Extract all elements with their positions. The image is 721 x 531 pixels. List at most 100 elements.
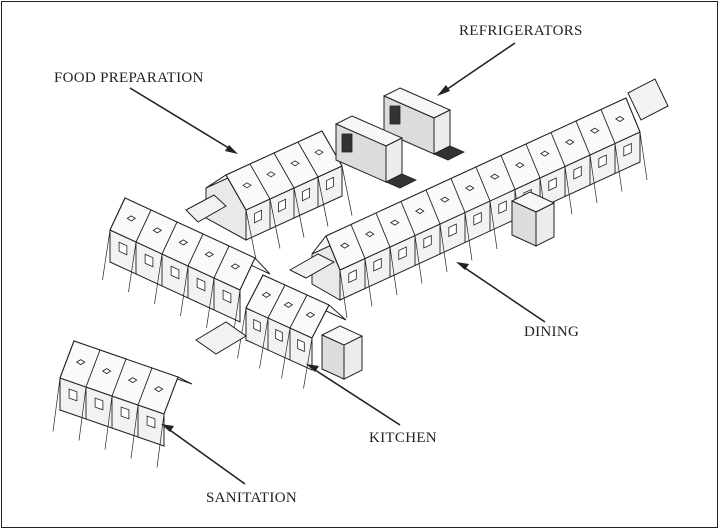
kitchen-guy-line bbox=[281, 327, 291, 379]
refrigerator-unit-2-condenser bbox=[389, 105, 401, 125]
kitchen-guy-line bbox=[303, 337, 313, 389]
sanitation-window bbox=[94, 397, 104, 411]
corridors bbox=[185, 78, 669, 355]
kitchen-shelter-box-side bbox=[343, 335, 363, 380]
dining-roof-vent bbox=[615, 116, 625, 122]
central-roof-rib bbox=[213, 245, 230, 279]
dining-roof-vent bbox=[590, 127, 600, 134]
dining-roof-vent bbox=[415, 208, 425, 215]
sanitation-guy-line bbox=[52, 377, 61, 432]
dining-guy-line bbox=[639, 131, 648, 181]
dining-guy-line bbox=[589, 154, 598, 204]
kitchen-window bbox=[253, 318, 261, 333]
dining-roof-rib bbox=[450, 178, 466, 213]
kitchen-window bbox=[297, 338, 305, 353]
sanitation-roof-vent bbox=[153, 386, 164, 393]
dining-window bbox=[598, 154, 607, 169]
food-prep-guy-line bbox=[317, 176, 329, 227]
dining-roof-vent bbox=[515, 162, 525, 169]
central-roof-rib bbox=[135, 209, 152, 243]
label-refrigerators: REFRIGERATORS bbox=[459, 23, 583, 39]
dining-roof-rib bbox=[325, 235, 341, 271]
dining-window bbox=[623, 142, 632, 157]
dining-roof-rib bbox=[600, 109, 616, 144]
dining-guy-line bbox=[564, 166, 573, 215]
dining-roof-rib bbox=[350, 224, 366, 259]
label-food-preparation: FOOD PREPARATION bbox=[54, 70, 204, 86]
kitchen-roof-rib bbox=[267, 284, 286, 319]
central-tent bbox=[102, 197, 271, 341]
central-roof-vent bbox=[230, 263, 241, 270]
central-window bbox=[144, 253, 154, 268]
central-roof-rib bbox=[161, 221, 178, 255]
food-prep-roof-rib bbox=[249, 163, 271, 200]
dining-roof-vent bbox=[340, 242, 350, 249]
food-prep-guy-line bbox=[245, 209, 257, 260]
sanitation-roof-rib bbox=[163, 376, 179, 415]
dining-guy-line bbox=[489, 200, 498, 250]
central-roof-rib bbox=[239, 257, 256, 291]
dining-guy-line bbox=[414, 235, 423, 284]
food-prep-window bbox=[301, 187, 311, 202]
dining-roof-rib bbox=[425, 189, 441, 225]
food-prep-roof-vent bbox=[290, 160, 300, 167]
sanitation-roof-rib bbox=[137, 367, 153, 406]
dining-roof-vent bbox=[365, 231, 375, 238]
kitchen-roof-vent bbox=[261, 291, 272, 298]
kitchen-roof-rib bbox=[311, 304, 330, 339]
dining-roof-rib bbox=[500, 155, 516, 190]
sanitation-roof-rib bbox=[85, 349, 101, 388]
dining-guy-line bbox=[389, 246, 398, 296]
arrow-dining bbox=[456, 262, 546, 323]
central-roof-vent bbox=[178, 239, 189, 246]
kitchen-roof-rib bbox=[245, 274, 264, 309]
central-window bbox=[170, 265, 180, 280]
arrow-refrigerators bbox=[437, 42, 516, 96]
sanitation-guy-line bbox=[78, 386, 87, 441]
arrow-food-preparation bbox=[129, 87, 238, 154]
central-guy-line bbox=[128, 241, 137, 293]
dining-guy-line bbox=[439, 223, 448, 273]
dining-tent bbox=[311, 97, 648, 319]
refrigerator-unit-1-step bbox=[385, 173, 417, 189]
food-prep-roof-rib bbox=[225, 174, 247, 211]
dining-roof-rib bbox=[625, 97, 641, 133]
sanitation-guy-line bbox=[130, 404, 139, 459]
dining-window bbox=[398, 246, 407, 261]
dining-window bbox=[573, 165, 582, 180]
dining-guy-line bbox=[464, 212, 473, 261]
sanitation-window bbox=[146, 415, 156, 429]
dining-window bbox=[498, 200, 507, 215]
dining-window bbox=[448, 223, 457, 238]
dining-window bbox=[348, 269, 357, 284]
shelter-boxes bbox=[320, 191, 556, 380]
food-prep-window bbox=[325, 176, 335, 191]
arrow-sanitation bbox=[161, 424, 246, 485]
sanitation-roof-vent bbox=[127, 377, 138, 384]
sanitation-window bbox=[120, 406, 130, 420]
sanitation-roof-rib bbox=[111, 358, 127, 397]
kitchen-guy-line bbox=[259, 317, 269, 369]
kitchen-roof-rib bbox=[289, 294, 308, 329]
dining-roof-vent bbox=[565, 139, 575, 146]
food-prep-guy-line bbox=[269, 198, 281, 249]
kitchen-window bbox=[275, 328, 283, 343]
dining-roof-rib bbox=[400, 201, 416, 236]
food-prep-guy-line bbox=[293, 187, 305, 238]
dining-guy-line bbox=[339, 269, 348, 319]
food-prep-roof-vent bbox=[266, 171, 276, 178]
food-prep-guy-line bbox=[341, 165, 353, 216]
dining-roof-rib bbox=[475, 166, 491, 202]
leader-arrows bbox=[129, 42, 546, 485]
food-preparation-tent bbox=[205, 130, 353, 260]
dining-window bbox=[473, 211, 482, 226]
sanitation-guy-line bbox=[104, 395, 113, 450]
central-guy-line bbox=[102, 229, 111, 281]
dining-window bbox=[373, 257, 382, 272]
central-roof-vent bbox=[204, 251, 215, 258]
dining-guy-line bbox=[364, 258, 373, 307]
sanitation-roof-vent bbox=[75, 359, 86, 366]
dining-window bbox=[548, 177, 557, 192]
central-window bbox=[196, 277, 206, 292]
central-window bbox=[222, 289, 232, 304]
